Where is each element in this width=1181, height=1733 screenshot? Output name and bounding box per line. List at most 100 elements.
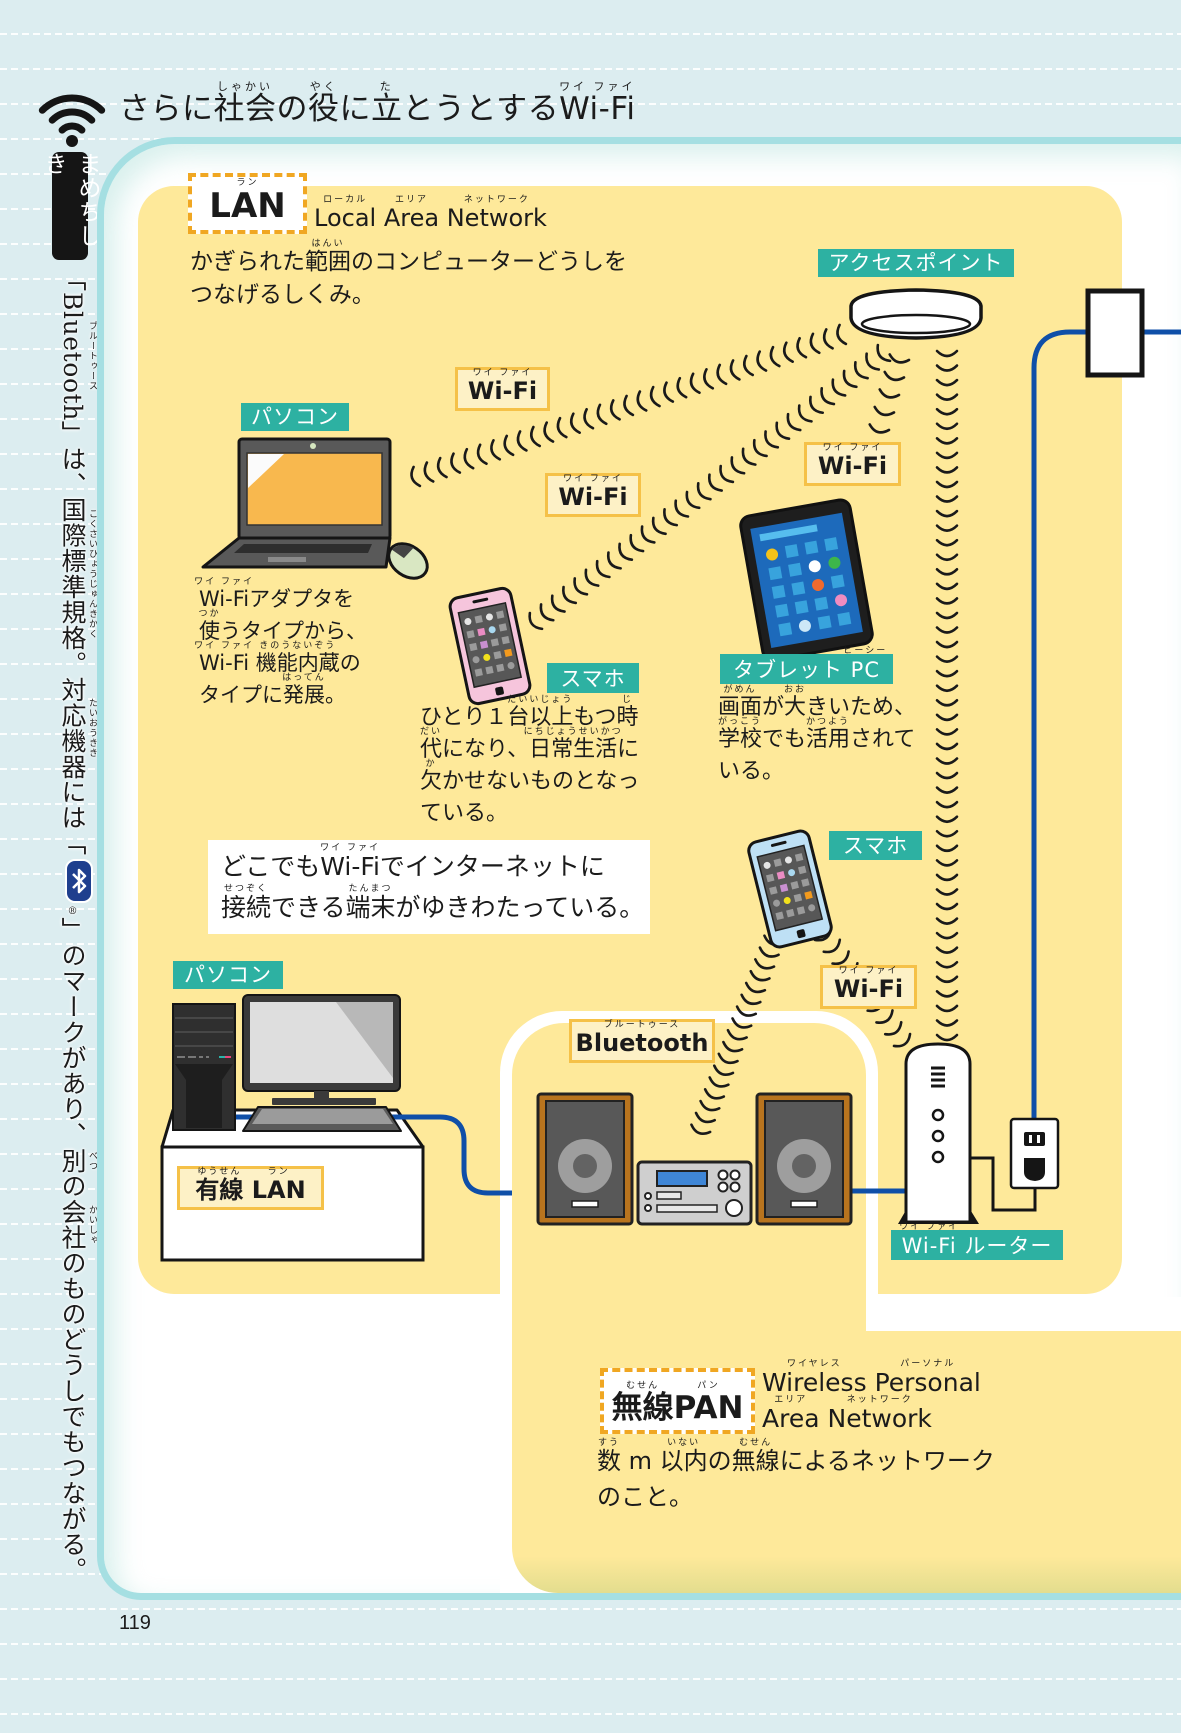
wifi-wave-router [935, 698, 959, 707]
app-icon [788, 869, 796, 877]
ruby-reading: ワイヤレス [786, 1359, 842, 1369]
app-icon [804, 890, 813, 900]
tablet-app-grid [766, 537, 852, 637]
wifi-wave-tablet [868, 423, 891, 434]
wifi-wave-smartphone [584, 568, 600, 587]
wifi-wave-laptop [490, 439, 502, 461]
app-icon [837, 611, 852, 626]
wifi-wave-tablet [888, 353, 911, 364]
app-icon [488, 626, 496, 634]
app-icon [817, 615, 832, 630]
bluetooth-wave [699, 1099, 721, 1112]
wifi-wave-smartphone [651, 516, 667, 536]
ruby-word: 有線ゆうせん [195, 1167, 243, 1203]
bluetooth-wave [708, 1076, 730, 1088]
ruby-reading: やく [309, 80, 338, 93]
bluetooth-wave [754, 958, 776, 970]
app-icon [798, 619, 811, 632]
app-icon [786, 908, 795, 918]
wifi-wave-router [935, 975, 959, 984]
smartphone-label: スマホ [547, 663, 639, 693]
wifi-wave-smartphone [528, 611, 544, 631]
text-line: いる。 [718, 759, 785, 784]
ruby-reading: エリア [394, 195, 428, 205]
smartphone-label-text: スマホ [560, 667, 626, 691]
wifi-wave-router [935, 829, 959, 838]
ruby-word: 社会しゃかい [214, 81, 277, 126]
wifi-icon [38, 94, 106, 147]
wifi-wave-router [935, 859, 959, 867]
wifi-wave-smartphone [876, 343, 892, 363]
ruby-word: 欠か [420, 760, 442, 794]
speaker-left-icon [536, 1092, 634, 1226]
app-icon [808, 560, 821, 573]
ruby-reading: ワイ ファイ [194, 641, 254, 651]
ruby-reading: ブルートゥース [603, 1019, 681, 1030]
ruby-reading: ブルートゥース [87, 321, 97, 392]
wifi-wave-laptop [410, 465, 422, 488]
ruby-word: 大おお [784, 686, 806, 720]
text-line: タイプに発展はってん。 [199, 674, 367, 711]
app-icon [474, 615, 483, 624]
wifi-wave-router [935, 917, 959, 925]
wifi-wave-laptop [436, 456, 448, 479]
ruby-reading: パーソナル [900, 1359, 956, 1369]
app-icon [769, 886, 778, 895]
app-icon [477, 627, 486, 637]
bluetooth-wave [735, 1005, 758, 1017]
ruby-reading: はんい [311, 239, 345, 249]
wifi-wave-laptop [649, 385, 661, 408]
wifi-wave-smartphone [539, 603, 555, 622]
power-cord [970, 1156, 1037, 1212]
ruby-reading: すう [597, 1438, 620, 1448]
text-line: のこと。 [597, 1483, 693, 1511]
stereo-receiver-icon [636, 1160, 753, 1226]
ruby-reading: ネットワーク [846, 1395, 913, 1405]
wifi-wave-smartphone [663, 507, 679, 527]
wifi-wave-smartphone [618, 542, 634, 562]
wifi-wave-router [935, 407, 959, 416]
page-number: 119 [119, 1612, 151, 1634]
monitor-icon [242, 994, 401, 1105]
wifi-wave-router [935, 640, 959, 649]
wifi-wave-router [935, 713, 959, 722]
app-icon [771, 584, 786, 599]
ruby-reading: いじょう [529, 695, 574, 705]
wifi-wave-smartphone [629, 533, 645, 553]
ruby-word: 使つか [198, 610, 220, 643]
ruby-reading: きのうないぞう [259, 641, 337, 651]
app-icon [507, 662, 515, 670]
ruby-reading: つか [198, 609, 221, 619]
wifi-wave-router [935, 466, 959, 474]
wifi-wave-smartphone [573, 577, 589, 596]
app-icon [784, 544, 799, 558]
app-icon [798, 865, 807, 875]
ruby-reading: こくさいひょうじゅんきかく [87, 509, 97, 640]
pan-description: 数すう m 以内いないの無線むせんによるネットワークのこと。 [597, 1439, 995, 1515]
wifi-wave-router [935, 815, 959, 823]
wifi-wave-smartphone [606, 551, 622, 570]
ruby-word: 台だい [507, 696, 529, 730]
wifi-wave-laptop [530, 425, 542, 448]
wifi-wave-router [935, 553, 959, 562]
wifi-wave-smartphone [741, 447, 757, 466]
ruby-word: 接続せつぞく [221, 885, 271, 921]
app-icon [490, 638, 500, 647]
wifi-wave-laptop [609, 399, 621, 421]
wifi-wave-smartphone [640, 525, 656, 544]
wifi-wave-laptop [689, 372, 701, 395]
